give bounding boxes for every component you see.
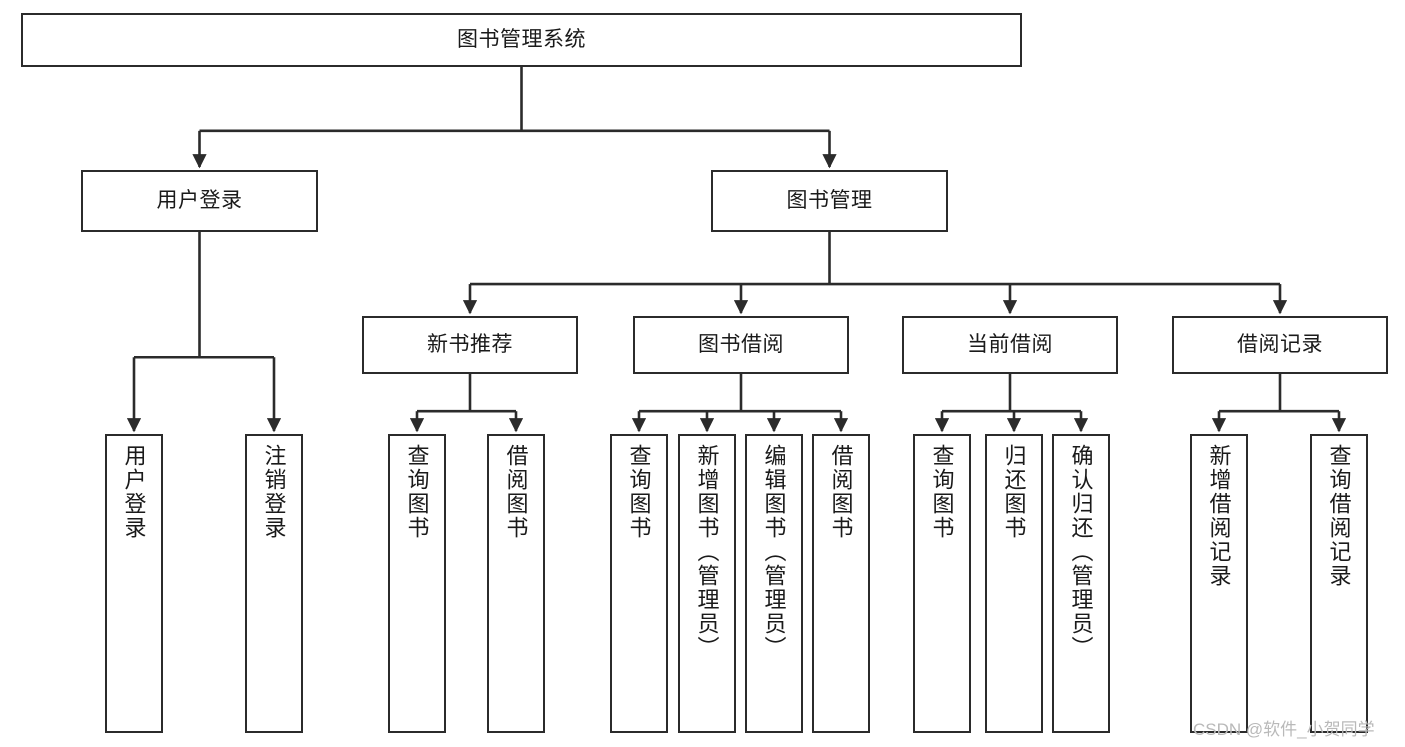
node-leaf-user-login[interactable]: 用户登录: [105, 434, 163, 733]
node-label: 图书管理系统: [457, 27, 586, 51]
node-label: 查询图书: [929, 444, 955, 540]
node-label: 图书借阅: [698, 332, 784, 356]
node-root[interactable]: 图书管理系统: [21, 13, 1022, 67]
node-leaf-record-add[interactable]: 新增借阅记录: [1190, 434, 1248, 733]
node-label: 用户登录: [156, 188, 243, 212]
node-leaf-current-confirm[interactable]: 确认归还（管理员）: [1052, 434, 1110, 733]
node-current[interactable]: 当前借阅: [902, 316, 1118, 374]
node-label: 确认归还（管理员）: [1068, 444, 1094, 660]
node-label: 当前借阅: [967, 332, 1053, 356]
node-label: 用户登录: [121, 444, 147, 540]
node-leaf-user-logout[interactable]: 注销登录: [245, 434, 303, 733]
node-label: 借阅记录: [1237, 332, 1323, 356]
node-label: 查询图书: [626, 444, 652, 540]
node-bookmgmt[interactable]: 图书管理: [711, 170, 948, 232]
node-label: 注销登录: [261, 444, 287, 540]
node-label: 借阅图书: [503, 444, 529, 540]
node-login[interactable]: 用户登录: [81, 170, 318, 232]
node-leaf-borrow-add[interactable]: 新增图书（管理员）: [678, 434, 736, 733]
node-label: 图书管理: [786, 188, 873, 212]
node-label: 归还图书: [1001, 444, 1027, 540]
node-leaf-new-borrow[interactable]: 借阅图书: [487, 434, 545, 733]
node-newbook[interactable]: 新书推荐: [362, 316, 578, 374]
node-records[interactable]: 借阅记录: [1172, 316, 1388, 374]
node-leaf-new-query[interactable]: 查询图书: [388, 434, 446, 733]
node-leaf-record-query[interactable]: 查询借阅记录: [1310, 434, 1368, 733]
node-label: 新增借阅记录: [1206, 444, 1232, 588]
node-label: 编辑图书（管理员）: [761, 444, 787, 660]
node-leaf-current-query[interactable]: 查询图书: [913, 434, 971, 733]
node-leaf-borrow-borrow[interactable]: 借阅图书: [812, 434, 870, 733]
node-leaf-borrow-edit[interactable]: 编辑图书（管理员）: [745, 434, 803, 733]
node-borrow[interactable]: 图书借阅: [633, 316, 849, 374]
node-label: 新增图书（管理员）: [694, 444, 720, 660]
node-label: 新书推荐: [427, 332, 513, 356]
node-label: 查询借阅记录: [1326, 444, 1352, 588]
node-leaf-borrow-query[interactable]: 查询图书: [610, 434, 668, 733]
node-label: 借阅图书: [828, 444, 854, 540]
node-label: 查询图书: [404, 444, 430, 540]
node-leaf-current-return[interactable]: 归还图书: [985, 434, 1043, 733]
